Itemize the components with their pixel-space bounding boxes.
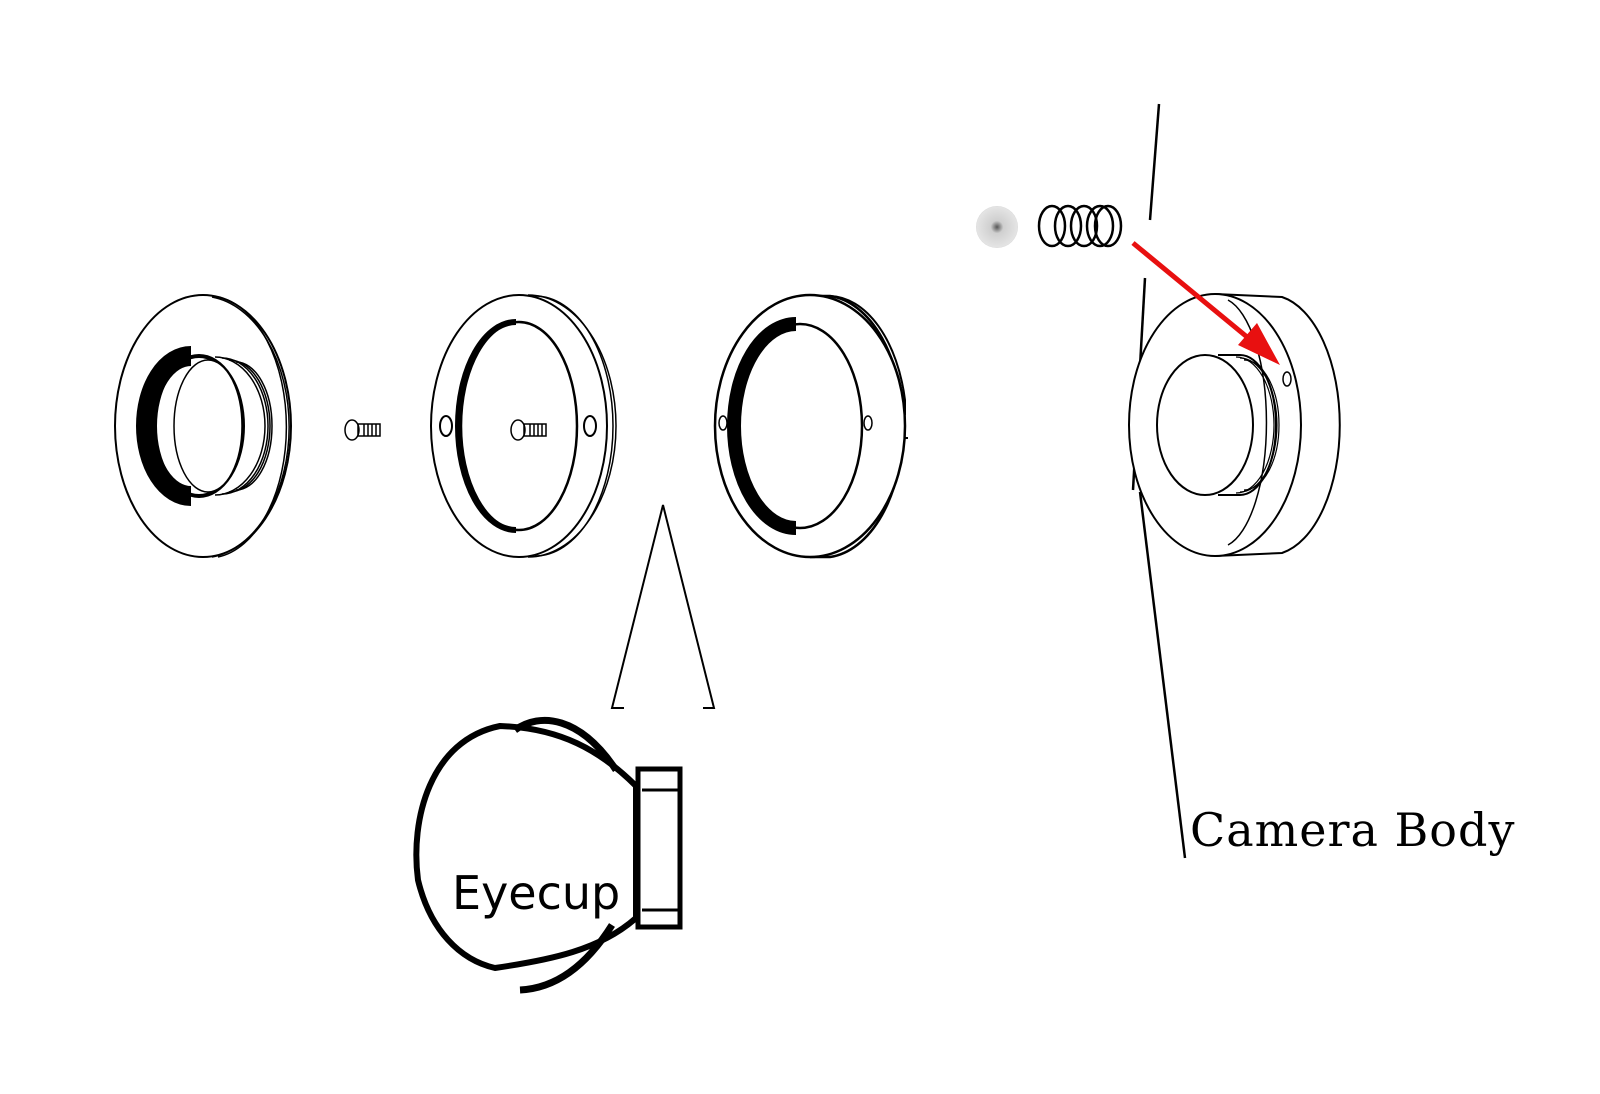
screw xyxy=(344,419,381,441)
camera-mount xyxy=(1128,293,1341,557)
detent-ball xyxy=(976,206,1018,248)
arrow-icon xyxy=(1131,241,1280,365)
threaded-ring xyxy=(114,294,292,558)
retaining-ring xyxy=(713,293,908,559)
screw xyxy=(510,419,547,441)
eyecup-label: Eyecup xyxy=(452,866,621,920)
spring xyxy=(1037,204,1123,248)
callout-lines xyxy=(610,504,716,709)
camera-body-label: Camera Body xyxy=(1190,803,1516,857)
eyepiece-plate xyxy=(430,294,617,558)
eyecup-drawing xyxy=(413,716,683,994)
